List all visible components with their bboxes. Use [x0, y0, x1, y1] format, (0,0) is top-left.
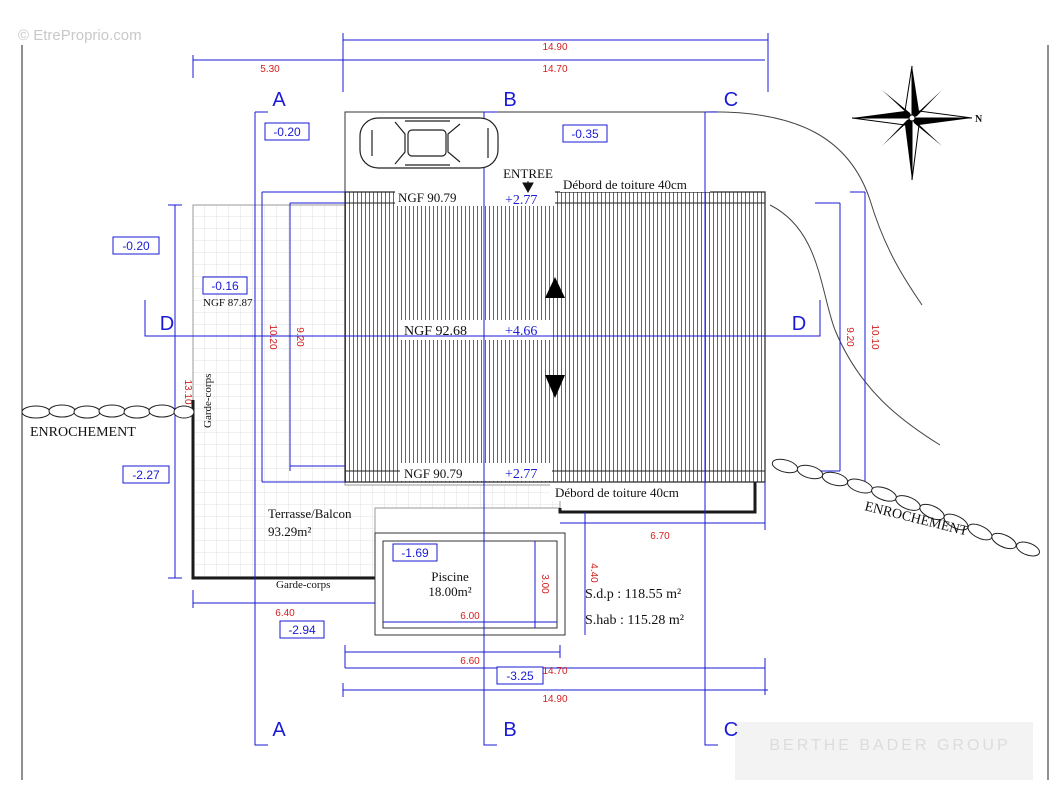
axis-letters: A B C A B C D D: [160, 89, 806, 741]
watermark-text: © EtreProprio.com: [18, 27, 142, 44]
ngf-bottom-rel: +2.77: [505, 467, 537, 482]
pool-basin: [382, 540, 558, 629]
debord-bottom-label: Débord de toiture 40cm: [555, 485, 679, 500]
dim-bottom-total: 14.90: [542, 694, 567, 705]
axis-label-a-bottom: A: [272, 719, 286, 741]
dim-bottom-inner: 14.70: [542, 666, 567, 677]
ngf-ridge: NGF 92.68: [404, 324, 467, 339]
axis-label-d-left: D: [160, 313, 174, 335]
level-b-bottom: -3.25: [506, 669, 534, 683]
dim-bottom-660: 6.60: [460, 656, 480, 667]
level-b-top: -0.35: [571, 127, 599, 141]
ngf-top: NGF 90.79: [398, 190, 457, 205]
axis-label-b-top: B: [503, 89, 516, 111]
roof-label-plate-bottom: [400, 463, 552, 481]
ngf-top-rel: +2.77: [505, 193, 537, 208]
ngf-bottom: NGF 90.79: [404, 466, 463, 481]
dim-right-670: 6.70: [650, 531, 670, 542]
level-terrace: -0.16: [211, 279, 239, 293]
house-wall-bottom: [558, 480, 757, 514]
dim-pool-440: 4.40: [588, 563, 599, 583]
piscine-area: 18.00m²: [428, 584, 471, 599]
garde-corps-left-label: Garde-corps: [202, 374, 214, 428]
dim-top-left: 5.30: [260, 64, 280, 75]
dim-right-1010: 10.10: [869, 324, 880, 349]
dim-left-1310: 13.10: [182, 379, 193, 404]
dim-pool-300: 3.00: [539, 574, 550, 594]
car-icon: [359, 117, 499, 169]
arrow-down-icon: [545, 375, 565, 398]
garde-corps-wall: [191, 400, 375, 580]
arrow-up-icon: [545, 277, 565, 298]
dim-bottom-640: 6.40: [275, 608, 295, 619]
north-label: N: [975, 114, 983, 125]
roof-label-plate-mid: [400, 320, 550, 340]
garde-corps-bottom-label: Garde-corps: [276, 579, 330, 591]
axis-line-a: [254, 112, 268, 746]
compass-rose-icon: [851, 65, 973, 181]
piscine-label: Piscine: [431, 569, 469, 584]
ngf-terrace: NGF 87.87: [203, 297, 253, 309]
axis-label-b-bottom: B: [503, 719, 516, 741]
debord-top-label: Débord de toiture 40cm: [563, 177, 687, 192]
terrasse-label: Terrasse/Balcon: [268, 506, 352, 521]
entree-label: ENTREE: [503, 166, 553, 181]
ngf-ridge-rel: +4.66: [505, 324, 537, 339]
dimension-lines: [168, 33, 866, 697]
dim-left-1020: 10.20: [267, 324, 278, 349]
axis-line-b: [483, 112, 497, 746]
watermark-logo-box: [735, 722, 1033, 780]
terrasse-area: 93.29m²: [268, 524, 311, 539]
dim-bottom-600: 6.00: [460, 611, 480, 622]
axis-lines: [144, 111, 821, 746]
axis-label-a-top: A: [272, 89, 286, 111]
level-a-bottom: -2.94: [288, 623, 316, 637]
sdp-label: S.d.p : 118.55 m²: [585, 587, 681, 602]
axis-label-c-top: C: [724, 89, 738, 111]
axis-line-c: [704, 112, 718, 746]
axis-line-d: [144, 300, 821, 337]
axis-label-c-bottom: C: [724, 719, 738, 741]
enrochement-left-label: ENROCHEMENT: [30, 425, 136, 440]
dimension-labels: 14.90 14.70 5.30 6.60 14.70 14.90 6.40 6…: [182, 42, 880, 705]
dim-right-920: 9.20: [844, 327, 855, 347]
level-values: -0.20 -0.35 -0.20 -0.16 -2.27 -1.69 -2.9…: [122, 125, 599, 683]
watermark-logo-text: BERTHE BADER GROUP: [769, 737, 1010, 754]
roof-label-plate-top: [395, 188, 555, 206]
shab-label: S.hab : 115.28 m²: [585, 613, 684, 628]
level-left-low: -2.27: [132, 468, 160, 482]
enrochement-right-rocks: [771, 458, 1040, 557]
level-boxes: [112, 122, 608, 685]
level-left-top: -0.20: [122, 239, 150, 253]
dim-left-920: 9.20: [294, 327, 305, 347]
level-pool: -1.69: [401, 546, 429, 560]
enrochement-left-rocks: [21, 404, 195, 419]
terrain-curve-top: [704, 111, 923, 306]
axis-label-d-right: D: [792, 313, 806, 335]
terrain-curve-right: [769, 204, 941, 446]
debord-plate-top: [560, 176, 710, 192]
dim-top-inner: 14.70: [542, 64, 567, 75]
dim-top-total: 14.90: [542, 42, 567, 53]
level-a-top: -0.20: [273, 125, 301, 139]
debord-plate-bottom: [550, 483, 700, 501]
entree-arrow-icon: [522, 181, 534, 194]
